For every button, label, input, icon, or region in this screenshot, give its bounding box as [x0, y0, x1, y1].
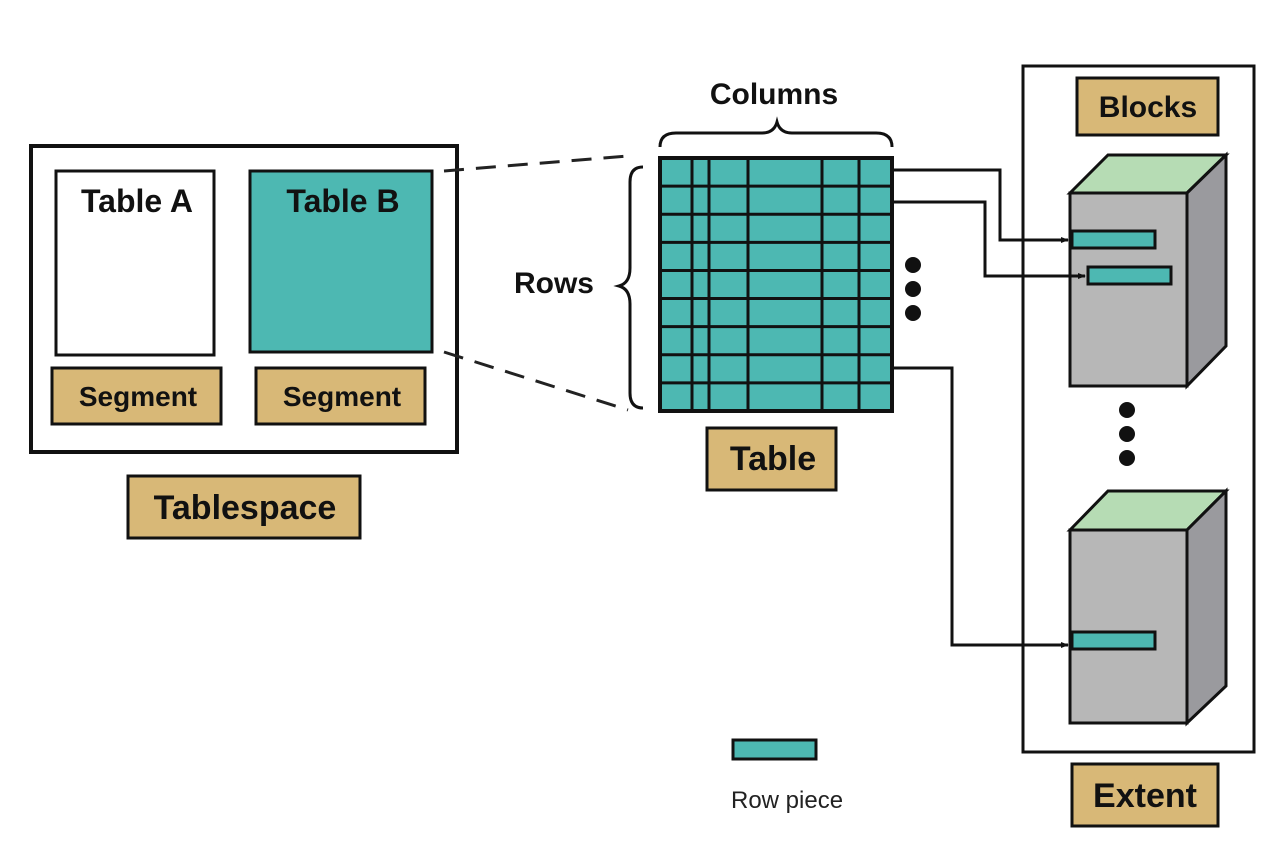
legend-row-piece-swatch: [731, 738, 818, 761]
row-connector-2: [892, 200, 1086, 279]
block-2: [1066, 487, 1230, 727]
segment-a-box: [50, 366, 223, 426]
blocks-label-box: [1075, 76, 1220, 137]
rows-label: Rows: [514, 267, 594, 300]
row-connector-3: [892, 366, 1069, 648]
table-b-label: Table B: [286, 183, 399, 219]
segment-b-label: Segment: [283, 381, 401, 412]
ellipsis-dot: [1119, 426, 1135, 442]
segment-a-label: Segment: [79, 381, 197, 412]
extent-frame: [1021, 64, 1256, 754]
block-side: [1185, 487, 1228, 727]
ellipsis-dot: [905, 305, 921, 321]
table-label: Table: [730, 440, 816, 478]
block-1: [1066, 151, 1230, 390]
segment-b-box: [254, 366, 427, 426]
block-front: [1068, 191, 1189, 388]
table-grid-background: [658, 156, 894, 413]
ellipsis-dot: [1119, 402, 1135, 418]
extent-label: Extent: [1093, 777, 1197, 815]
columns-brace: [658, 116, 894, 148]
table-a-box: [54, 169, 216, 357]
rows-brace: [613, 165, 644, 410]
table-label-box: [705, 426, 838, 492]
columns-label: Columns: [710, 78, 838, 111]
extent-label-box: [1070, 762, 1220, 828]
table-b-box: [248, 169, 434, 354]
tablespace-label-box: [126, 474, 362, 540]
ellipsis-dot: [1119, 450, 1135, 466]
tablespace-label: Tablespace: [154, 489, 337, 527]
row-connector-1: [892, 168, 1069, 243]
extent-group: Blocks Extent: [1021, 64, 1256, 828]
legend-row-piece-label: Row piece: [731, 787, 843, 814]
table-group: Columns Rows Table: [514, 78, 921, 492]
blocks-label: Blocks: [1099, 91, 1197, 124]
tablespace-group: Table A Table B Segment Segment Tablespa…: [29, 144, 459, 540]
table-grid: [658, 156, 894, 413]
ellipsis-dot: [905, 257, 921, 273]
zoom-line-bottom: [443, 350, 629, 412]
block-front: [1068, 528, 1189, 725]
row-piece: [1070, 630, 1157, 651]
ellipsis-dot: [905, 281, 921, 297]
zoom-line-top: [443, 154, 629, 173]
row-piece: [1086, 265, 1173, 286]
row-piece: [1070, 229, 1157, 250]
legend: Row piece: [731, 738, 843, 814]
block-side: [1185, 151, 1228, 390]
table-a-label: Table A: [81, 183, 193, 219]
